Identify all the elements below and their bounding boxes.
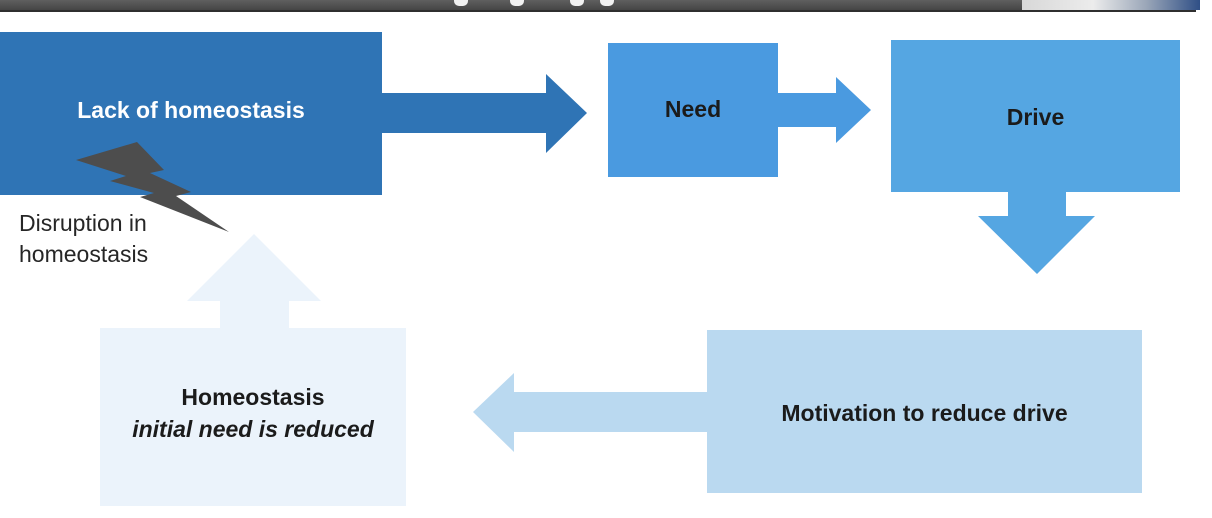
slide-header-strip <box>0 0 1196 12</box>
node-drive-label: Drive <box>1006 104 1065 130</box>
disruption-line-1: Disruption in <box>19 210 147 236</box>
node-homeostasis: Homeostasis initial need is reduced <box>100 328 406 506</box>
presenter-video-thumbnail <box>1022 0 1200 10</box>
cropped-title-glyphs <box>450 0 650 8</box>
node-motivation-label: Motivation to reduce drive <box>781 399 1068 426</box>
arrow-motivation-to-homeostasis <box>473 373 707 452</box>
disruption-line-2: homeostasis <box>19 241 149 267</box>
node-motivation: Motivation to reduce drive <box>707 330 1142 493</box>
node-drive: Drive <box>891 40 1180 192</box>
node-homeostasis-label: Homeostasis <box>181 384 325 410</box>
node-lack-label: Lack of homeostasis <box>77 96 305 123</box>
lightning-bolt-icon <box>76 142 229 232</box>
node-need: Need <box>608 43 778 177</box>
node-need-label: Need <box>664 96 722 122</box>
arrow-drive-down <box>978 192 1095 274</box>
arrow-lack-to-need <box>382 74 587 153</box>
arrow-need-to-drive <box>778 77 871 143</box>
node-homeostasis-sublabel: initial need is reduced <box>132 416 374 442</box>
arrow-homeostasis-up <box>187 234 321 328</box>
disruption-annotation: Disruption in homeostasis <box>19 208 148 270</box>
node-lack-of-homeostasis: Lack of homeostasis <box>0 32 382 195</box>
